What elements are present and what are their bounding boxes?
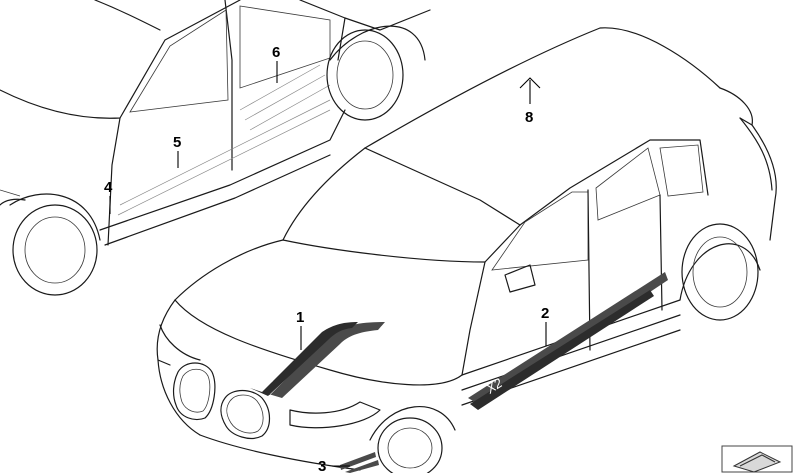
callout-label-5: 5 [173,134,181,151]
hood-decal: X2 [250,322,385,398]
roof-part-caret-icon [519,77,541,89]
front-lower-stripes [340,452,379,473]
callout-label-6: 6 [272,44,280,61]
callout-label-2: 2 [541,305,549,322]
main-car [156,27,777,473]
callout-1: 1 [296,309,304,350]
callout-8: 8 [519,77,541,126]
callout-label-1: 1 [296,309,304,326]
side-decal: X2 [468,272,668,410]
callout-label-4: 4 [104,179,113,196]
callout-6: 6 [272,44,280,83]
next-page-icon[interactable] [721,445,793,473]
callout-5: 5 [173,134,181,168]
callout-label-3: 3 [318,458,326,473]
background-car [0,0,431,296]
callout-4: 4 [104,179,113,214]
callout-2: 2 [541,305,549,346]
callout-3: 3 [318,458,350,473]
callout-label-8: 8 [525,109,533,126]
